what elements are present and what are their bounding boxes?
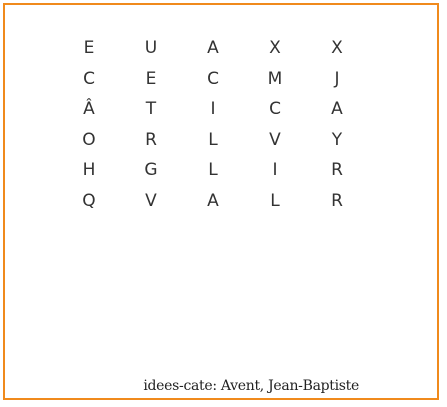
grid-letter[interactable]: C: [83, 68, 95, 89]
caption: idees-cate: Avent, Jean-Baptiste: [143, 378, 359, 394]
grid-letter[interactable]: L: [208, 129, 218, 150]
grid-letter[interactable]: E: [145, 68, 157, 89]
grid-letter[interactable]: Q: [82, 190, 96, 211]
grid-letter[interactable]: L: [270, 190, 280, 211]
grid-letter[interactable]: R: [331, 190, 343, 211]
grid-letter[interactable]: Â: [83, 99, 95, 119]
grid-letter[interactable]: A: [331, 99, 343, 119]
grid-letter[interactable]: Y: [331, 129, 343, 150]
grid-letter[interactable]: X: [331, 38, 343, 58]
grid-letter[interactable]: I: [272, 160, 278, 180]
grid-letter[interactable]: J: [334, 68, 340, 89]
grid-letter[interactable]: E: [83, 38, 95, 58]
grid-letter[interactable]: M: [267, 68, 283, 89]
grid-letter[interactable]: X: [269, 38, 281, 58]
grid-letter[interactable]: T: [145, 99, 157, 119]
grid-letter[interactable]: H: [82, 160, 96, 180]
grid-letter[interactable]: V: [145, 190, 157, 211]
grid-letter[interactable]: G: [144, 160, 158, 180]
grid-letter[interactable]: C: [207, 68, 219, 89]
grid-letter[interactable]: A: [207, 38, 219, 58]
puzzle-frame: [3, 3, 439, 400]
grid-letter[interactable]: R: [331, 160, 343, 180]
grid-letter[interactable]: O: [82, 129, 96, 150]
grid-letter[interactable]: C: [269, 99, 281, 119]
grid-letter[interactable]: V: [269, 129, 281, 150]
grid-letter[interactable]: L: [208, 160, 218, 180]
grid-letter[interactable]: A: [207, 190, 219, 211]
grid-letter[interactable]: I: [210, 99, 216, 119]
grid-letter[interactable]: R: [145, 129, 157, 150]
grid-letter[interactable]: U: [144, 38, 158, 58]
